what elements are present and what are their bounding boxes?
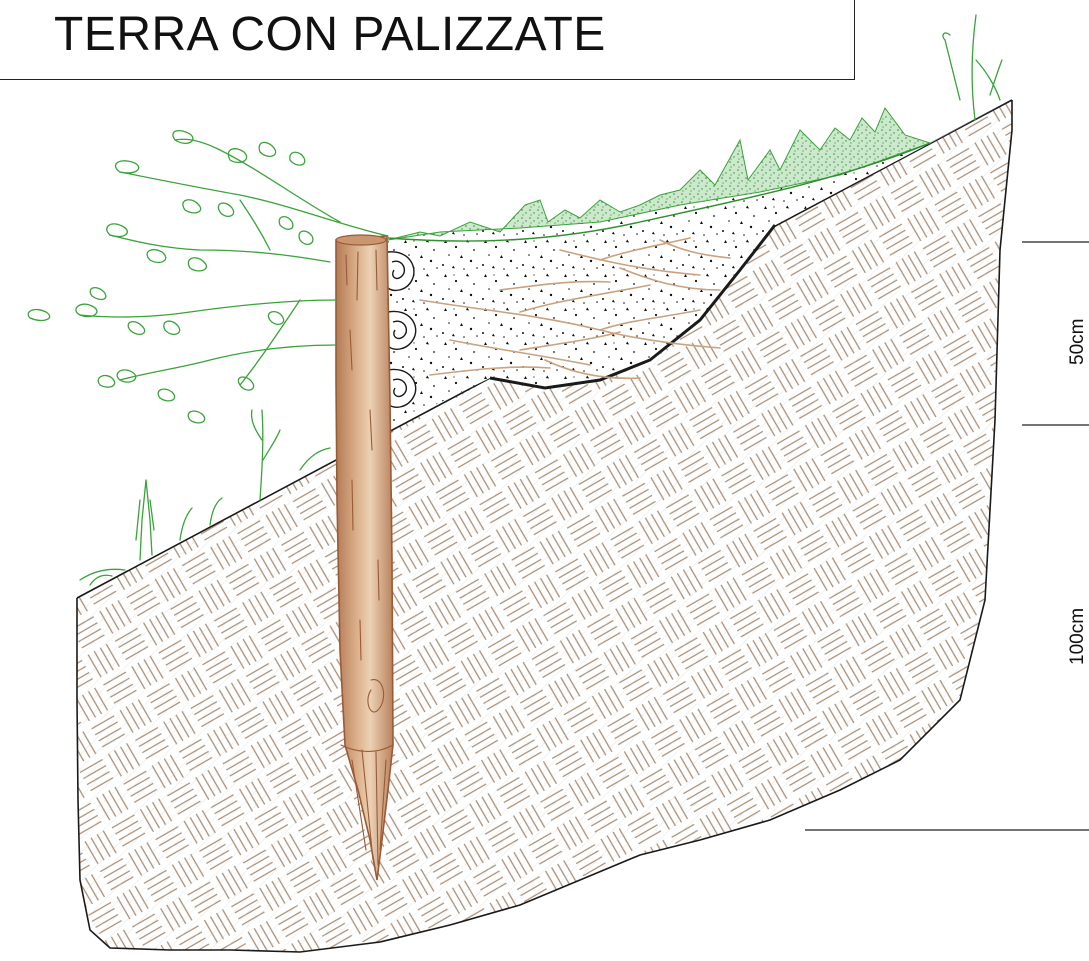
dimension-label-upper: 50cm [1067,319,1088,365]
vegetation-icon [27,14,1003,586]
soil-body [76,99,1013,953]
stake-icon [335,234,394,881]
title-box: TERRA CON PALIZZATE [0,0,855,80]
dimension-label-lower: 100cm [1067,608,1088,665]
dimension-lines [805,241,1089,831]
grass-strip [387,106,932,242]
roots [419,237,731,380]
log-icon [387,251,417,408]
diagram-title: TERRA CON PALIZZATE [54,8,606,61]
